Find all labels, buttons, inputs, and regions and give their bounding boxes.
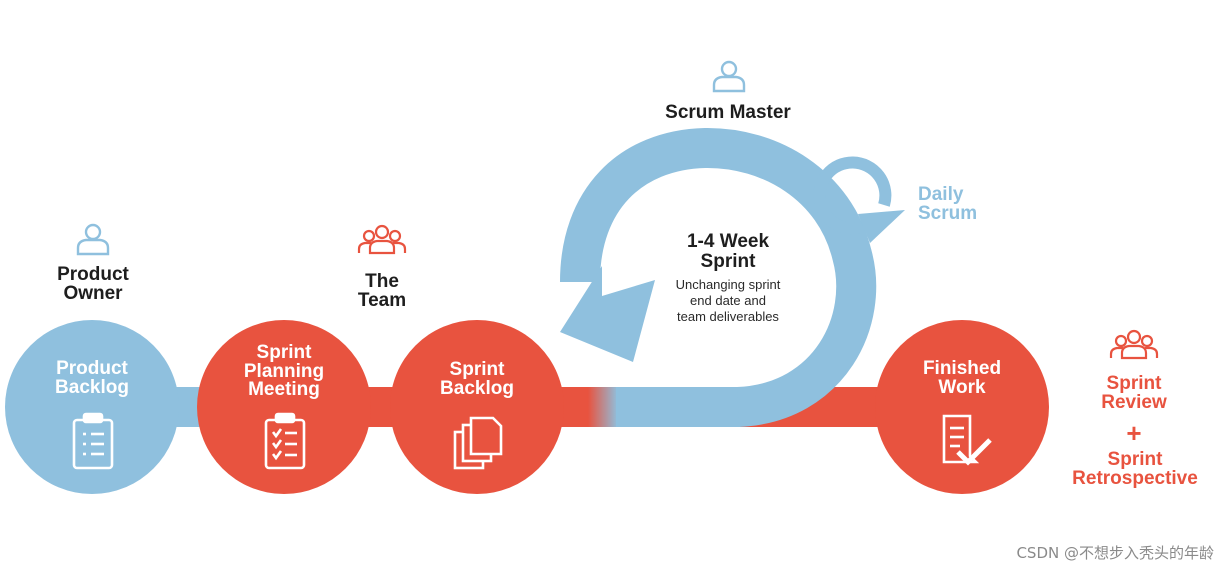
sprint-planning-label: Sprint Planning Meeting [243,342,325,401]
sprint-planning-circle [197,320,371,494]
scrum-master-label: Scrum Master [665,102,791,123]
document-check-icon [942,414,992,466]
product-backlog-circle [5,320,179,494]
daily-scrum-label: Daily Scrum [918,184,978,224]
documents-stack-icon [453,416,503,470]
finished-work-label: Finished Work [922,358,1002,398]
product-owner-label: Product Owner [57,264,129,304]
sprint-duration-subtitle: Unchanging sprint end date and team deli… [675,277,781,324]
sprint-retrospective-label: Sprint Retrospective [1072,449,1198,489]
watermark-text: CSDN @不想步入秃头的年龄 [1016,544,1214,562]
group-icon [357,224,407,255]
finished-work-circle [875,320,1049,494]
clipboard-list-icon [72,412,114,470]
clipboard-checklist-icon [264,412,306,470]
cycle-arrow-icon [813,156,905,243]
sprint-duration-title: 1-4 Week Sprint [686,231,770,272]
product-backlog-label: Product Backlog [55,358,129,398]
the-team-label: The Team [357,271,407,311]
group-icon [1109,329,1159,360]
sprint-loop-arrowhead [560,266,655,362]
plus-sign: + [1126,418,1142,448]
sprint-review-label: Sprint Review [1101,373,1167,413]
connector-blue-run [616,387,756,427]
sprint-backlog-label: Sprint Backlog [440,359,514,399]
person-icon [712,60,746,93]
person-icon [76,223,110,256]
connector-fade [588,387,618,427]
sprint-backlog-circle [390,320,564,494]
sprint-loop-arrow [560,127,877,427]
